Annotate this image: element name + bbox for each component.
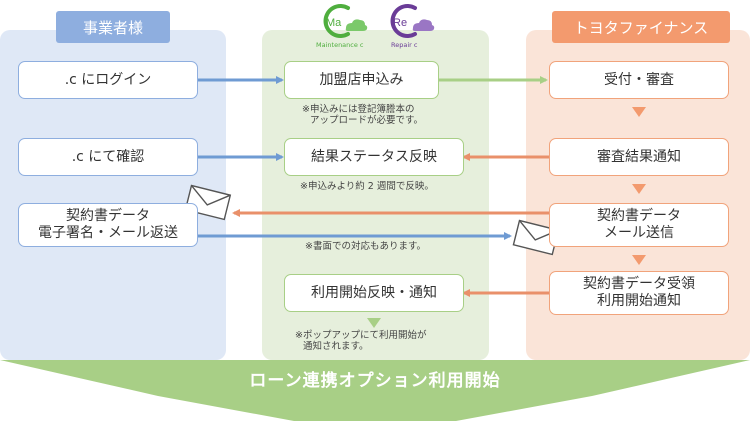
box-screening-label: 受付・審査 (604, 71, 674, 88)
banner-title: ローン連携オプション利用開始 (249, 371, 501, 391)
note-reflect-line1: ※申込みより約 2 週間で反映。 (300, 181, 434, 192)
repair-caption: Repair c (391, 41, 418, 49)
note-popup-line1: ※ポップアップにて利用開始が (295, 330, 427, 341)
box-sign-return-line1: 契約書データ (66, 208, 150, 225)
box-screening: 受付・審査 (549, 61, 729, 99)
box-status-reflect-label: 結果ステータス反映 (311, 148, 437, 165)
note-apply: ※申込みには登記簿謄本の アップロードが必要です。 (302, 104, 423, 127)
box-apply-label: 加盟店申込み (319, 71, 404, 88)
lane-header-business: 事業者様 (56, 11, 170, 43)
box-result-notice: 審査結果通知 (549, 138, 729, 176)
note-popup-line2: 通知されます。 (303, 341, 369, 353)
box-receipt-start-line2: 利用開始通知 (597, 293, 681, 309)
repair-logo: Re Repair c (385, 2, 435, 49)
down-triangle-icon (632, 184, 646, 194)
box-contract-mail-line2: メール送信 (604, 225, 674, 241)
box-start-reflect: 利用開始反映・通知 (284, 274, 464, 312)
maintenance-mark: Ma (326, 17, 342, 29)
down-triangle-icon (367, 318, 381, 328)
maintenance-c-icon: Ma (323, 4, 368, 38)
repair-c-icon: Re (390, 4, 435, 38)
lane-header-toyota-finance: トヨタファイナンス (552, 11, 730, 43)
box-status-reflect: 結果ステータス反映 (284, 138, 464, 176)
note-apply-line2: アップロードが必要です。 (310, 115, 424, 127)
note-apply-line1: ※申込みには登記簿謄本の (302, 104, 415, 115)
box-result-notice-label: 審査結果通知 (597, 148, 681, 165)
box-confirm-label: .c にて確認 (71, 148, 145, 165)
box-contract-mail-line1: 契約書データ (597, 208, 681, 225)
box-sign-return: 契約書データ 電子署名・メール返送 (18, 203, 198, 247)
down-triangle-icon (632, 107, 646, 117)
box-login: .c にログイン (18, 61, 198, 99)
down-triangle-icon (632, 255, 646, 265)
box-login-label: .c にログイン (64, 71, 152, 88)
maintenance-caption: Maintenance c (316, 41, 364, 49)
note-paper-line1: ※書面での対応もあります。 (305, 241, 427, 252)
box-contract-mail: 契約書データ メール送信 (549, 203, 729, 247)
maintenance-logo: Ma Maintenance c (316, 2, 368, 49)
box-apply: 加盟店申込み (284, 61, 439, 99)
box-receipt-start-line1: 契約書データ受領 (583, 276, 695, 293)
box-sign-return-line2: 電子署名・メール返送 (38, 225, 178, 241)
box-start-reflect-label: 利用開始反映・通知 (311, 284, 437, 301)
banner-arrow-shape (0, 360, 750, 421)
note-popup: ※ポップアップにて利用開始が 通知されます。 (295, 330, 426, 353)
note-reflect: ※申込みより約 2 週間で反映。 (300, 181, 434, 192)
note-paper: ※書面での対応もあります。 (305, 241, 426, 252)
box-receipt-start: 契約書データ受領 利用開始通知 (549, 271, 729, 315)
repair-mark: Re (393, 17, 407, 29)
box-confirm: .c にて確認 (18, 138, 198, 176)
